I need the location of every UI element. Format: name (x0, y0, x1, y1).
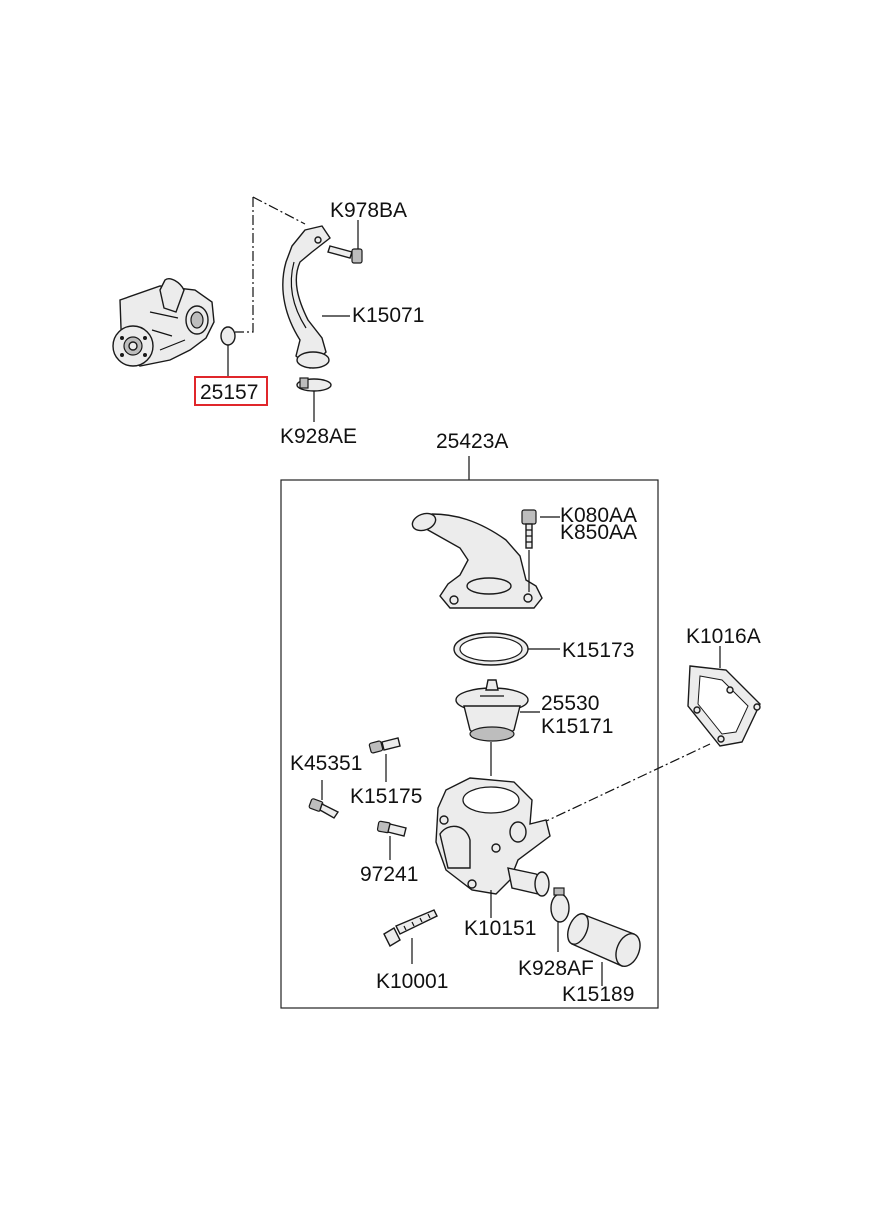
label-25530[interactable]: 25530 (541, 692, 599, 715)
label-k10001[interactable]: K10001 (376, 970, 448, 993)
bolt-k10001-drawing (383, 909, 438, 947)
label-k080aa[interactable]: K080AA (560, 504, 637, 527)
thermostat-drawing (455, 679, 529, 742)
label-k978ba[interactable]: K978BA (330, 199, 407, 222)
thermostat-cover-drawing (411, 512, 543, 609)
label-25423a[interactable]: 25423A (436, 430, 508, 453)
label-k15173[interactable]: K15173 (562, 639, 634, 662)
label-97241[interactable]: 97241 (360, 863, 418, 886)
stud-k15175-drawing (368, 737, 401, 754)
label-k850aa[interactable]: K850AA (560, 521, 637, 544)
hose-clamp-k928ae-drawing (296, 377, 332, 392)
label-k15189[interactable]: K15189 (562, 983, 634, 1006)
bolt-k978ba-drawing (327, 245, 363, 264)
gasket-k15173-drawing (453, 632, 529, 666)
water-pipe-drawing (282, 225, 331, 369)
label-k45351[interactable]: K45351 (290, 752, 362, 775)
water-pump-drawing (112, 278, 215, 367)
reference-line-gasket (539, 743, 711, 825)
reference-line-pipe (252, 196, 306, 225)
thermostat-housing-drawing (435, 777, 551, 897)
assembly-frame-25423a (280, 479, 659, 1009)
label-k928ae[interactable]: K928AE (280, 425, 357, 448)
label-k10151[interactable]: K10151 (464, 917, 536, 940)
highlight-box-25157[interactable] (194, 376, 268, 406)
sensor-97241-drawing (376, 820, 407, 837)
stud-k45351-drawing (308, 798, 340, 819)
gasket-k1016a-drawing (687, 665, 761, 747)
label-k15071[interactable]: K15071 (352, 304, 424, 327)
label-k15175[interactable]: K15175 (350, 785, 422, 808)
label-25157[interactable]: 25157 (200, 381, 258, 404)
label-k15171[interactable]: K15171 (541, 715, 613, 738)
o-ring-25157[interactable] (220, 326, 236, 346)
hose-k15189-drawing (567, 913, 641, 967)
reference-line-pump (235, 197, 254, 333)
label-k928af[interactable]: K928AF (518, 957, 594, 980)
label-k1016a[interactable]: K1016A (686, 625, 761, 648)
hose-clamp-k928af-drawing (550, 887, 570, 923)
bolt-k080aa-drawing (521, 509, 537, 549)
